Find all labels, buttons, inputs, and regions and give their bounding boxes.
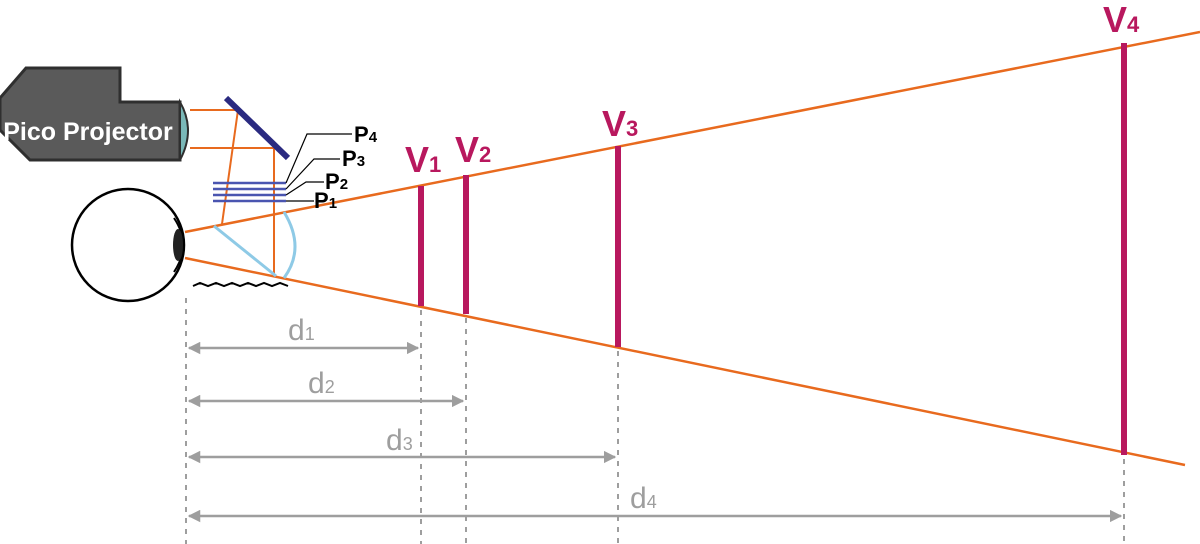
projector-body [0,66,182,162]
focal-plane-label-1: P1 [314,188,337,213]
combiner-optics [213,211,297,279]
distance-label-3: d3 [386,424,413,457]
distance-label-2: d2 [308,367,335,400]
distance-guides [185,298,1125,544]
curved-combiner [282,211,297,279]
focal-plane-label-3: P3 [342,146,365,171]
focal-plane-label-4: P4 [354,122,378,147]
lower-ray [184,256,1186,467]
eyeball [70,187,186,303]
iris [173,229,183,261]
virtual-image-label-3: V3 [602,103,638,144]
virtual-image-label-4: V4 [1103,0,1140,40]
projector-label: Pico Projector [3,118,173,146]
virtual-image-bars [418,43,1127,455]
virtual-image-label-2: V2 [455,129,491,170]
beam-splitter [213,224,277,278]
distance-label-4: d4 [630,482,657,515]
eyelash-marker [192,281,289,288]
virtual-image-label-1: V1 [405,139,441,180]
beam-fold-left [221,109,239,225]
leader-p2 [285,181,324,196]
upper-ray [184,30,1200,234]
focal-plane-stack [213,181,286,203]
field-of-view-rays [184,30,1200,467]
projector-lens [179,98,189,161]
projector-light-path [190,109,275,274]
focal-plane-leaders [285,133,352,202]
distance-arrows [187,341,1123,523]
eye-icon [70,187,186,303]
distance-label-1: d1 [288,314,315,347]
focal-plane-label-2: P2 [325,169,348,194]
fold-mirror [223,95,291,161]
leader-p3 [285,158,340,190]
pico-projector: Pico Projector [0,66,189,162]
leader-p4 [285,133,352,184]
